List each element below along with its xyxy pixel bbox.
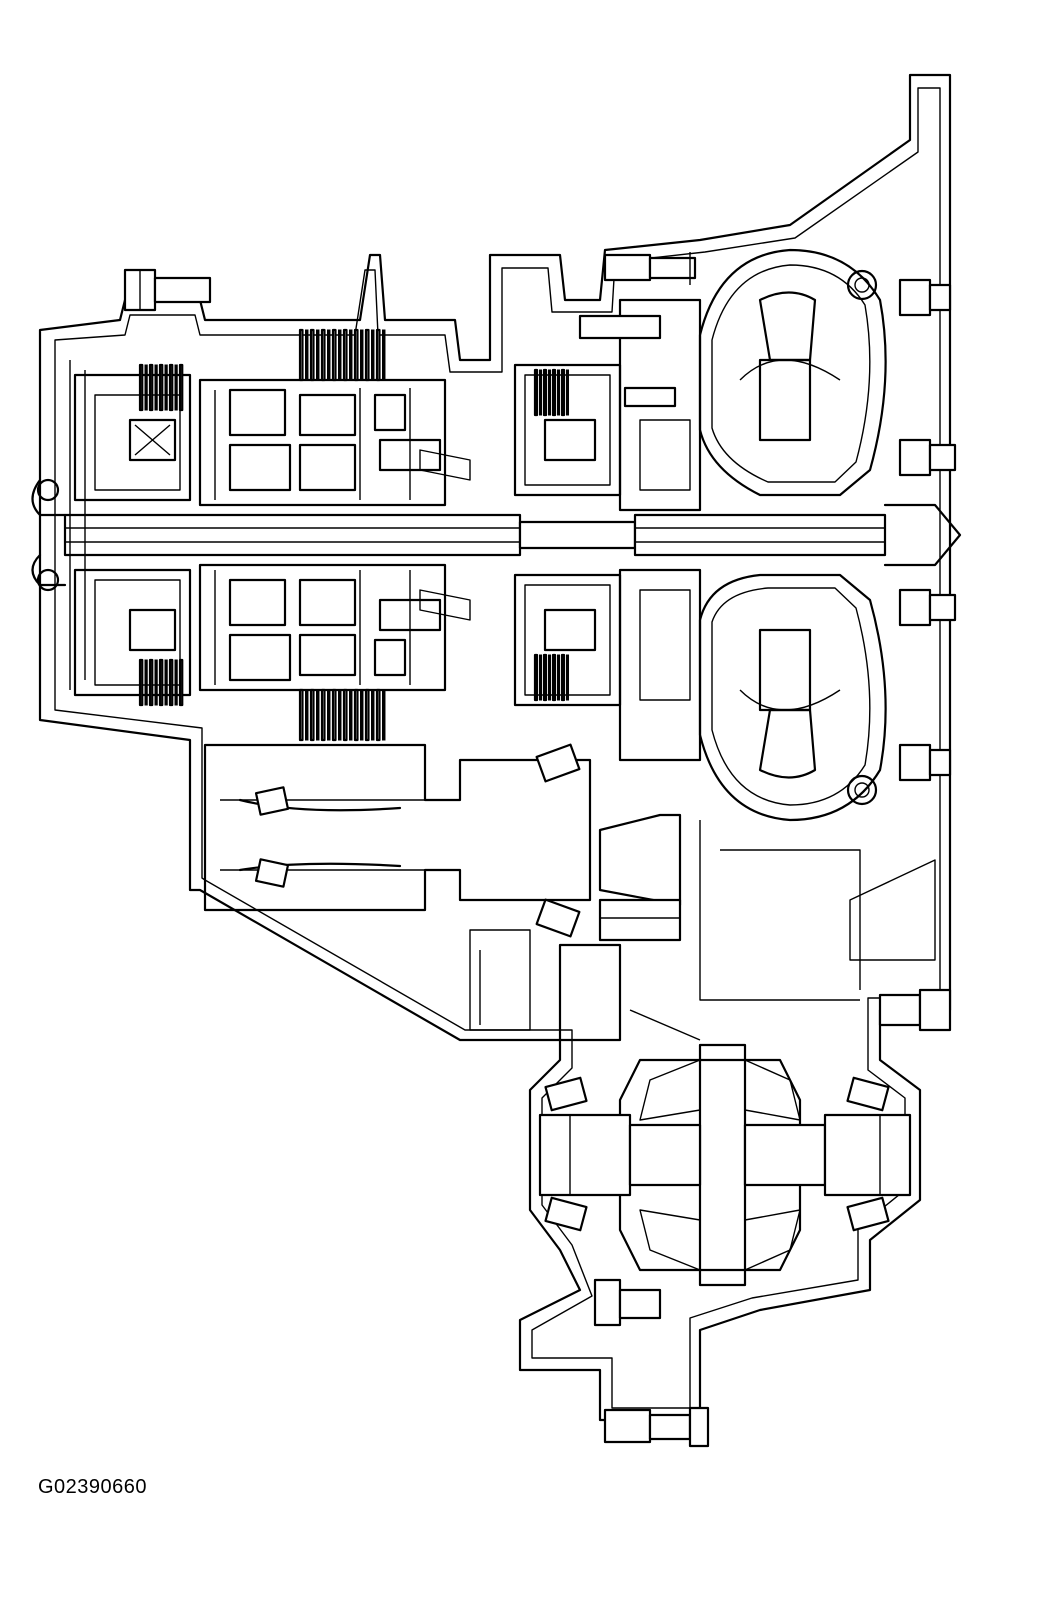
clutch-disc xyxy=(355,690,357,740)
forward-clutch-lower xyxy=(515,575,620,705)
clutch-disc xyxy=(170,365,172,410)
bolt-icon xyxy=(880,990,950,1030)
clutch-disc xyxy=(175,365,177,410)
differential-assembly xyxy=(540,1045,910,1285)
lower-clutch-pack-rear xyxy=(75,570,190,705)
clutch-disc xyxy=(540,655,542,700)
clutch-disc xyxy=(306,690,308,740)
lower-center-clutch-discs xyxy=(300,690,385,740)
clutch-disc xyxy=(160,365,162,410)
upper-center-clutch-discs xyxy=(300,330,385,380)
bolt-icon xyxy=(595,1280,660,1325)
clutch-disc xyxy=(333,330,335,380)
clutch-disc xyxy=(549,655,551,700)
clutch-disc xyxy=(175,660,177,705)
clutch-disc xyxy=(311,690,313,740)
bolt-icon xyxy=(605,252,695,285)
clutch-disc xyxy=(361,330,363,380)
clutch-disc xyxy=(567,370,569,415)
clutch-disc xyxy=(540,370,542,415)
clutch-disc xyxy=(544,370,546,415)
clutch-disc xyxy=(333,690,335,740)
clutch-disc xyxy=(306,330,308,380)
clutch-disc xyxy=(170,660,172,705)
clutch-disc xyxy=(366,690,368,740)
clutch-disc xyxy=(558,370,560,415)
input-shaft xyxy=(65,505,960,565)
clutch-disc xyxy=(372,330,374,380)
clutch-disc xyxy=(350,690,352,740)
clutch-disc xyxy=(300,690,302,740)
clutch-disc xyxy=(328,690,330,740)
clutch-disc xyxy=(180,365,182,410)
clutch-disc xyxy=(150,660,152,705)
clutch-disc xyxy=(145,365,147,410)
clutch-disc xyxy=(355,330,357,380)
clutch-disc xyxy=(322,690,324,740)
clutch-disc xyxy=(165,365,167,410)
clutch-disc xyxy=(366,330,368,380)
clutch-disc xyxy=(145,660,147,705)
counter-shaft xyxy=(205,745,590,937)
clutch-disc xyxy=(344,690,346,740)
clutch-disc xyxy=(553,655,555,700)
clutch-disc xyxy=(322,330,324,380)
clutch-disc xyxy=(553,370,555,415)
clutch-disc xyxy=(317,690,319,740)
bolt-icon xyxy=(125,270,210,310)
clutch-disc xyxy=(300,330,302,380)
clutch-disc xyxy=(535,655,537,700)
clutch-disc xyxy=(339,690,341,740)
case-ribs xyxy=(470,820,935,1040)
clutch-disc xyxy=(344,330,346,380)
clutch-disc xyxy=(155,365,157,410)
clutch-disc xyxy=(383,330,385,380)
upper-clutch-pack-rear xyxy=(75,365,190,500)
clutch-disc xyxy=(180,660,182,705)
clutch-disc xyxy=(562,370,564,415)
clutch-disc xyxy=(350,330,352,380)
bolt-icon xyxy=(900,745,950,780)
clutch-disc xyxy=(160,660,162,705)
clutch-disc xyxy=(150,365,152,410)
clutch-disc xyxy=(535,370,537,415)
figure-id-label: G02390660 xyxy=(38,1476,148,1498)
bolt-icon xyxy=(900,440,955,475)
clutch-disc xyxy=(372,690,374,740)
forward-clutch-upper xyxy=(515,365,620,495)
bolt-icon xyxy=(605,1408,708,1446)
clutch-disc xyxy=(562,655,564,700)
bolt-icon xyxy=(900,590,955,625)
clutch-disc xyxy=(361,690,363,740)
clutch-disc xyxy=(558,655,560,700)
clutch-disc xyxy=(544,655,546,700)
planetary-gear-set-lower xyxy=(200,565,470,690)
clutch-disc xyxy=(140,365,142,410)
clutch-disc xyxy=(377,690,379,740)
planetary-gear-set-upper xyxy=(200,380,470,505)
rear-cover xyxy=(33,360,86,690)
clutch-disc xyxy=(140,660,142,705)
torque-converter xyxy=(700,250,886,820)
clutch-disc xyxy=(155,660,157,705)
clutch-disc xyxy=(317,330,319,380)
clutch-disc xyxy=(567,655,569,700)
clutch-disc xyxy=(165,660,167,705)
final-drive-gear xyxy=(560,815,680,1040)
oil-pump-housing xyxy=(580,300,700,760)
bolt-icon xyxy=(900,280,950,315)
clutch-disc xyxy=(377,330,379,380)
clutch-disc xyxy=(549,370,551,415)
clutch-disc xyxy=(339,330,341,380)
clutch-disc xyxy=(311,330,313,380)
clutch-disc xyxy=(383,690,385,740)
clutch-disc xyxy=(328,330,330,380)
